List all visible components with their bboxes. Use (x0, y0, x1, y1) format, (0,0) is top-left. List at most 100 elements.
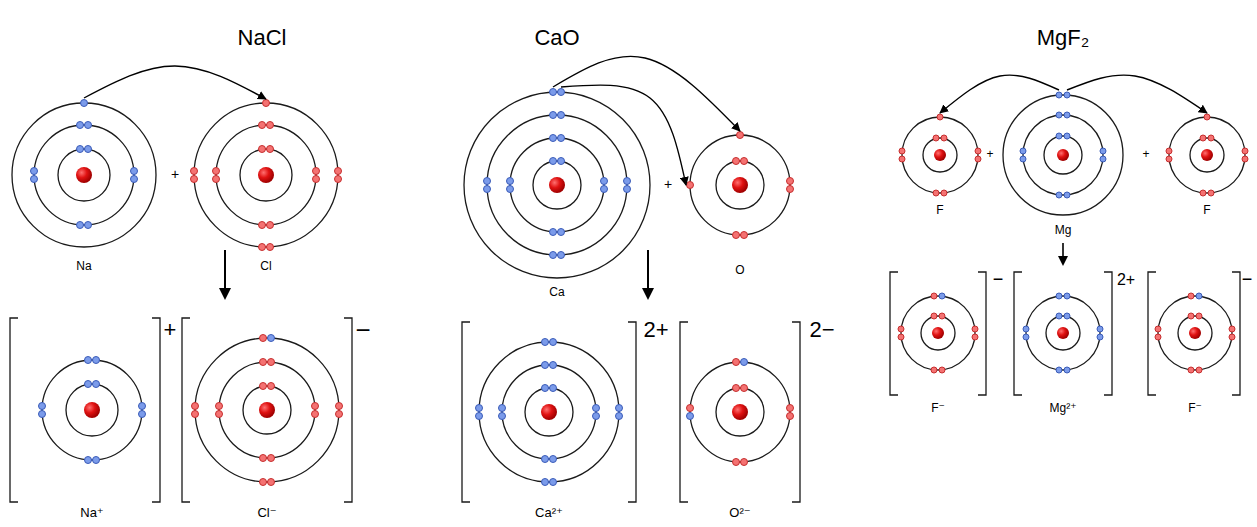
electron-shell (1044, 136, 1082, 174)
electron (260, 479, 267, 486)
electron-shell (525, 388, 573, 436)
electron-shell (464, 92, 650, 278)
electron (312, 411, 319, 418)
atom-label: Mg (1003, 223, 1123, 237)
electron (558, 112, 565, 119)
electron (1100, 148, 1106, 154)
electron (1064, 367, 1070, 373)
electron-shell (1046, 316, 1080, 350)
electron (191, 176, 198, 183)
nucleus (1057, 327, 1069, 339)
electron (550, 385, 557, 392)
electron-transfer-arrow (561, 85, 686, 185)
electron (1056, 192, 1062, 198)
reaction-arrow-shaft (224, 250, 226, 290)
electron (542, 339, 549, 346)
electron (1188, 293, 1194, 299)
nucleus (76, 167, 92, 183)
ion-charge: 2− (809, 318, 834, 342)
bracket (182, 318, 190, 502)
electron (550, 362, 557, 369)
ion-model (10, 318, 160, 502)
compound-title: NaCl (238, 26, 287, 50)
electron (1100, 156, 1106, 162)
electron (1020, 148, 1026, 154)
electron (1064, 133, 1070, 139)
plus-sign: + (171, 167, 179, 182)
electron (898, 326, 904, 332)
ion-label: Mg²⁺ (1026, 401, 1100, 415)
electron (741, 459, 748, 466)
electron (1056, 133, 1062, 139)
bracket (890, 272, 898, 395)
electron-shell (690, 362, 790, 462)
atom-label: Cl (194, 259, 338, 273)
electron-transfer-arrow (1067, 75, 1207, 113)
electron-shell (34, 125, 134, 225)
ion-node: F⁻ (901, 296, 975, 370)
ion-model (462, 322, 636, 502)
bracket (1148, 272, 1156, 395)
bracket (462, 322, 470, 502)
electron (550, 339, 557, 346)
electron-shell (533, 161, 581, 209)
electron (787, 413, 794, 420)
electron (268, 359, 275, 366)
bracket (1104, 272, 1112, 395)
electron-shell (66, 384, 118, 436)
electron-shell (195, 338, 339, 482)
bracket (1014, 272, 1022, 395)
electron (77, 122, 84, 129)
electron (542, 456, 549, 463)
electron (507, 186, 514, 193)
electron (939, 313, 945, 319)
electron (941, 190, 947, 196)
electron (939, 293, 945, 299)
electron (85, 457, 92, 464)
electron (616, 413, 623, 420)
electron (85, 122, 92, 129)
electron-shell (1190, 138, 1224, 172)
electron (931, 313, 937, 319)
electron (550, 479, 557, 486)
electron-shell (901, 296, 975, 370)
electron-shell (243, 386, 291, 434)
atom-model (464, 89, 650, 279)
plus-sign: + (986, 148, 993, 161)
electron (941, 135, 947, 141)
electron (542, 479, 549, 486)
electron (259, 244, 266, 251)
electron (733, 359, 740, 366)
electron (624, 178, 631, 185)
electron (1056, 92, 1062, 98)
electron (899, 148, 905, 154)
electron-shell (502, 365, 596, 459)
electron (972, 326, 978, 332)
electron (267, 122, 274, 129)
nucleus (1057, 149, 1069, 161)
electron-shell (923, 138, 957, 172)
atom-node: O (690, 135, 790, 235)
electron (550, 456, 557, 463)
electron (1208, 135, 1214, 141)
electron (787, 178, 794, 185)
electron (1204, 114, 1210, 120)
ion-model (890, 272, 986, 395)
electron (139, 411, 146, 418)
electron (39, 411, 46, 418)
electron (593, 405, 600, 412)
nucleus (84, 402, 100, 418)
electron (1097, 326, 1103, 332)
nucleus (541, 404, 557, 420)
nucleus (934, 149, 946, 161)
electron (335, 168, 342, 175)
atom-model (1003, 92, 1123, 215)
bracket (1232, 272, 1240, 395)
atom-label: Ca (464, 285, 650, 299)
ion-model (680, 322, 800, 502)
electron (85, 146, 92, 153)
electron (1064, 293, 1070, 299)
bracket (978, 272, 986, 395)
electron (1064, 192, 1070, 198)
